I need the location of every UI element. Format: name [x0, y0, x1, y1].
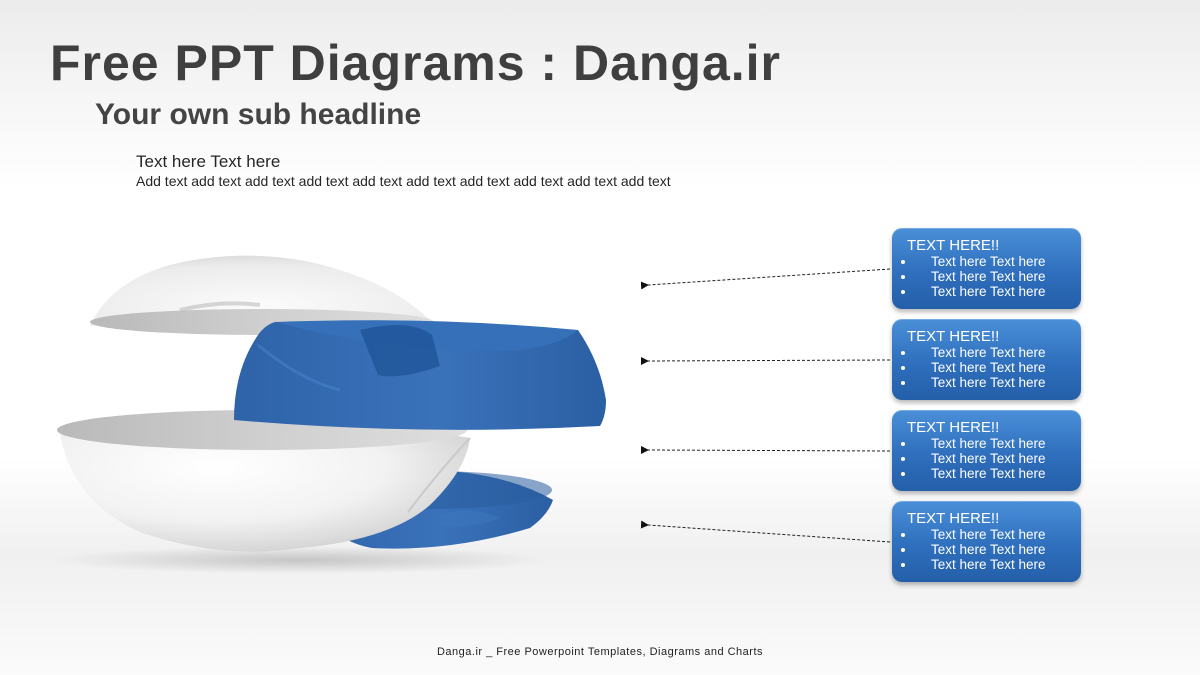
lead-heading: Text here Text here — [136, 152, 281, 171]
callout-item: Text here Text here — [916, 345, 1075, 360]
callout-box-3: TEXT HERE!! Text here Text here Text her… — [892, 410, 1081, 491]
connector-line-3 — [640, 445, 891, 454]
slice-middle-white — [57, 410, 471, 552]
page-title: Free PPT Diagrams : Danga.ir — [50, 35, 782, 91]
sphere-shadow — [50, 546, 550, 574]
callout-item: Text here Text here — [916, 375, 1075, 390]
callout-box-2: TEXT HERE!! Text here Text here Text her… — [892, 319, 1081, 400]
callout-list: Text here Text here Text here Text here … — [907, 436, 1075, 481]
callout-item: Text here Text here — [916, 436, 1075, 451]
callout-title: TEXT HERE!! — [907, 419, 1000, 436]
callout-item: Text here Text here — [916, 284, 1075, 299]
callout-item: Text here Text here — [916, 466, 1075, 481]
lead-paragraph: Add text add text add text add text add … — [136, 173, 671, 189]
connector-line-4 — [640, 520, 891, 543]
callout-title: TEXT HERE!! — [907, 237, 1000, 254]
callout-title: TEXT HERE!! — [907, 510, 1000, 527]
callout-list: Text here Text here Text here Text here … — [907, 345, 1075, 390]
page-subtitle: Your own sub headline — [95, 98, 422, 131]
callout-item: Text here Text here — [916, 360, 1075, 375]
callout-title: TEXT HERE!! — [907, 328, 1000, 345]
callout-item: Text here Text here — [916, 269, 1075, 284]
connector-line-2 — [640, 357, 891, 366]
callout-item: Text here Text here — [916, 527, 1075, 542]
slice-middle-blue — [234, 320, 606, 430]
callout-item: Text here Text here — [916, 542, 1075, 557]
callout-list: Text here Text here Text here Text here … — [907, 254, 1075, 299]
callout-item: Text here Text here — [916, 254, 1075, 269]
callout-list: Text here Text here Text here Text here … — [907, 527, 1075, 572]
footer-credit: Danga.ir _ Free Powerpoint Templates, Di… — [436, 646, 764, 658]
callout-box-4: TEXT HERE!! Text here Text here Text her… — [892, 501, 1081, 582]
callout-box-1: TEXT HERE!! Text here Text here Text her… — [892, 228, 1081, 309]
callout-item: Text here Text here — [916, 451, 1075, 466]
connector-line-1 — [640, 268, 891, 290]
callout-item: Text here Text here — [916, 557, 1075, 572]
